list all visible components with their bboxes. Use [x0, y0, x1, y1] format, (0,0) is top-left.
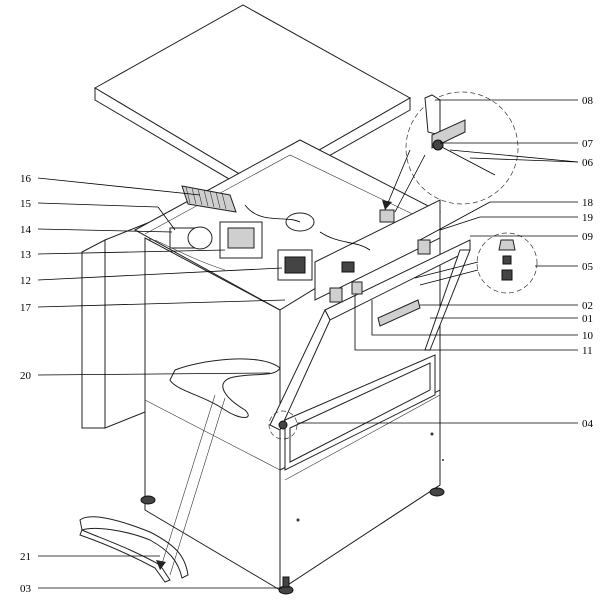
callout-07: 07 — [582, 138, 594, 150]
terminal-block — [181, 185, 237, 213]
callout-04: 04 — [582, 418, 594, 430]
callout-10: 10 — [582, 330, 594, 342]
callout-14: 14 — [20, 224, 32, 236]
callout-13: 13 — [20, 249, 32, 261]
callout-03: 03 — [20, 583, 32, 595]
detail-circle-04 — [268, 410, 298, 440]
callout-21: 21 — [20, 551, 31, 563]
detail-circle-07 — [405, 91, 519, 205]
callout-17: 17 — [20, 302, 32, 314]
callout-labels: 08 07 06 18 19 09 05 02 01 10 11 04 16 1… — [20, 95, 594, 595]
callout-19: 19 — [582, 212, 594, 224]
callout-01: 01 — [582, 313, 593, 325]
callout-09: 09 — [582, 231, 594, 243]
feet — [140, 487, 445, 595]
heating-element-21 — [79, 516, 189, 583]
callout-06: 06 — [582, 157, 594, 169]
callout-15: 15 — [20, 198, 32, 210]
cabinet — [144, 211, 471, 591]
callout-08: 08 — [582, 95, 594, 107]
callout-05: 05 — [582, 261, 594, 273]
callout-11: 11 — [582, 345, 593, 357]
callout-02: 02 — [582, 300, 593, 312]
detail-circle-05 — [476, 232, 538, 294]
callout-16: 16 — [20, 173, 32, 185]
leader-lines — [37, 99, 579, 589]
callout-20: 20 — [20, 370, 32, 382]
components — [154, 199, 441, 303]
callout-12: 12 — [20, 275, 31, 287]
side-panel — [81, 221, 151, 429]
callout-18: 18 — [582, 197, 594, 209]
